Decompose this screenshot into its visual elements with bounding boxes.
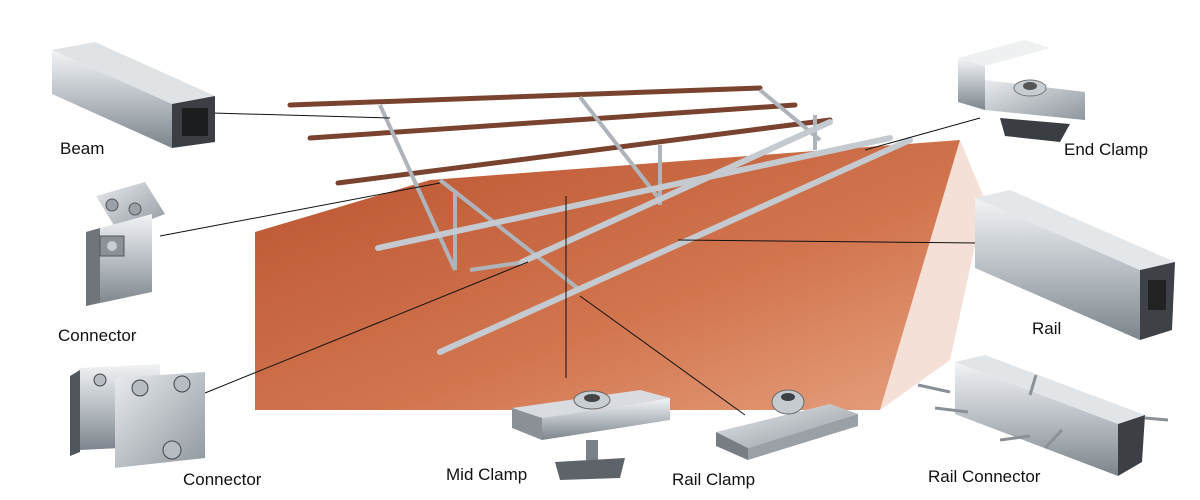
connector-bottom-label: Connector	[183, 470, 262, 489]
end-clamp-label: End Clamp	[1064, 140, 1149, 159]
mounting-structure	[287, 85, 913, 355]
beam-label: Beam	[60, 139, 105, 158]
end-clamp-icon	[958, 40, 1085, 142]
rail-profile-icon	[975, 190, 1175, 340]
connector-top-label: Connector	[58, 326, 137, 345]
rail-connector-label: Rail Connector	[928, 467, 1041, 486]
rail-connector-icon	[917, 355, 1169, 476]
cross-connector-icon	[70, 364, 205, 468]
beam-profile-icon	[52, 42, 215, 148]
leader-lines	[159, 112, 981, 416]
rail-clamp-icon	[716, 389, 858, 460]
mid-clamp-icon	[512, 390, 670, 480]
rails	[375, 119, 913, 355]
rail-label: Rail	[1032, 319, 1062, 338]
rail-clamp-label: Rail Clamp	[672, 470, 756, 489]
angle-connector-icon	[86, 182, 165, 306]
mid-clamp-label: Mid Clamp	[446, 465, 528, 484]
